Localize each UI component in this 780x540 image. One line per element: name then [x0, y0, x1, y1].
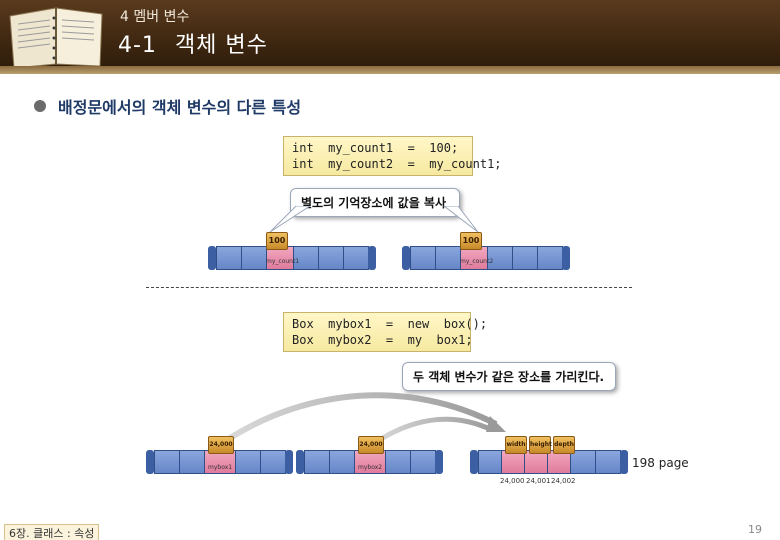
memory-cell [537, 246, 563, 270]
code-line: Box mybox1 = new box(); [292, 317, 488, 331]
cell-label: my_count2 [460, 258, 494, 265]
memory-cell [385, 450, 411, 474]
code-line: Box mybox2 = my box1; [292, 333, 473, 347]
memory-cell [329, 450, 355, 474]
memory-cell [318, 246, 344, 270]
memory-cell [410, 246, 436, 270]
memory-strip [146, 450, 293, 474]
header-band: 4 멤버 변수 4-1 객체 변수 [0, 0, 780, 74]
memory-cell [235, 450, 261, 474]
strip-cap [208, 246, 216, 270]
reference-arrows [228, 392, 506, 445]
page-reference: 198 page [632, 456, 689, 470]
header-strip [0, 66, 780, 74]
memory-cell [154, 450, 180, 474]
memory-cell [179, 450, 205, 474]
strip-cap [562, 246, 570, 270]
strip-cap [620, 450, 628, 474]
cell-label: mybox2 [358, 464, 383, 471]
memory-cell [343, 246, 369, 270]
section-title-row: 4-1 객체 변수 [118, 27, 268, 59]
memory-cell [260, 450, 286, 474]
heading-row: 배정문에서의 객체 변수의 다른 특성 [34, 94, 301, 118]
field-book: width [505, 436, 527, 454]
memory-strip [208, 246, 376, 270]
memory-cell-highlight [266, 246, 294, 270]
address-label: 24,002 [551, 477, 576, 485]
memory-cell [595, 450, 621, 474]
reference-book: 24,000 [358, 436, 384, 454]
memory-cell [304, 450, 330, 474]
memory-cell [435, 246, 461, 270]
strip-cap [296, 450, 304, 474]
code-line: int my_count1 = 100; [292, 141, 459, 155]
callout-tail-right [443, 206, 479, 233]
memory-cell [512, 246, 538, 270]
cell-label: mybox1 [208, 464, 233, 471]
memory-strip-object [470, 450, 628, 474]
strip-cap [368, 246, 376, 270]
address-label: 24,000 [500, 477, 525, 485]
callout-tail-left [269, 206, 311, 233]
section-subtitle: 4 멤버 변수 [120, 9, 190, 25]
reference-book: 24,000 [208, 436, 234, 454]
cell-label: my_count1 [266, 258, 300, 265]
section-title: 객체 변수 [174, 33, 268, 58]
callout-shared: 두 객체 변수가 같은 장소를 가리킨다. [402, 362, 616, 391]
value-book: 100 [460, 232, 482, 250]
strip-cap [470, 450, 478, 474]
bullet-icon [34, 100, 46, 112]
strip-cap [435, 450, 443, 474]
book-icon [9, 7, 103, 69]
strip-cap [146, 450, 154, 474]
value-book: 100 [266, 232, 288, 250]
strip-cap [402, 246, 410, 270]
field-book: depth [553, 436, 575, 454]
heading: 배정문에서의 객체 변수의 다른 특성 [58, 98, 302, 117]
field-book: height [529, 436, 552, 454]
section-number: 4-1 [118, 33, 157, 58]
page-number: 19 [748, 523, 762, 536]
address-label: 24,001 [526, 477, 551, 485]
memory-cell-highlight [204, 450, 236, 474]
footer-chapter: 6장. 클래스 : 속성 [4, 524, 100, 540]
strip-cap [285, 450, 293, 474]
memory-cell [410, 450, 436, 474]
memory-cell [241, 246, 267, 270]
code-line: int my_count2 = my_count1; [292, 157, 502, 171]
memory-strip [402, 246, 570, 270]
memory-cell [216, 246, 242, 270]
code-box-object: Box mybox1 = new box(); Box mybox2 = my b… [283, 312, 488, 352]
code-box-primitive: int my_count1 = 100; int my_count2 = my_c… [283, 136, 502, 176]
callout-copy: 별도의 기억장소에 값을 복사 [290, 188, 460, 217]
memory-cell [478, 450, 502, 474]
divider-line [146, 287, 632, 288]
